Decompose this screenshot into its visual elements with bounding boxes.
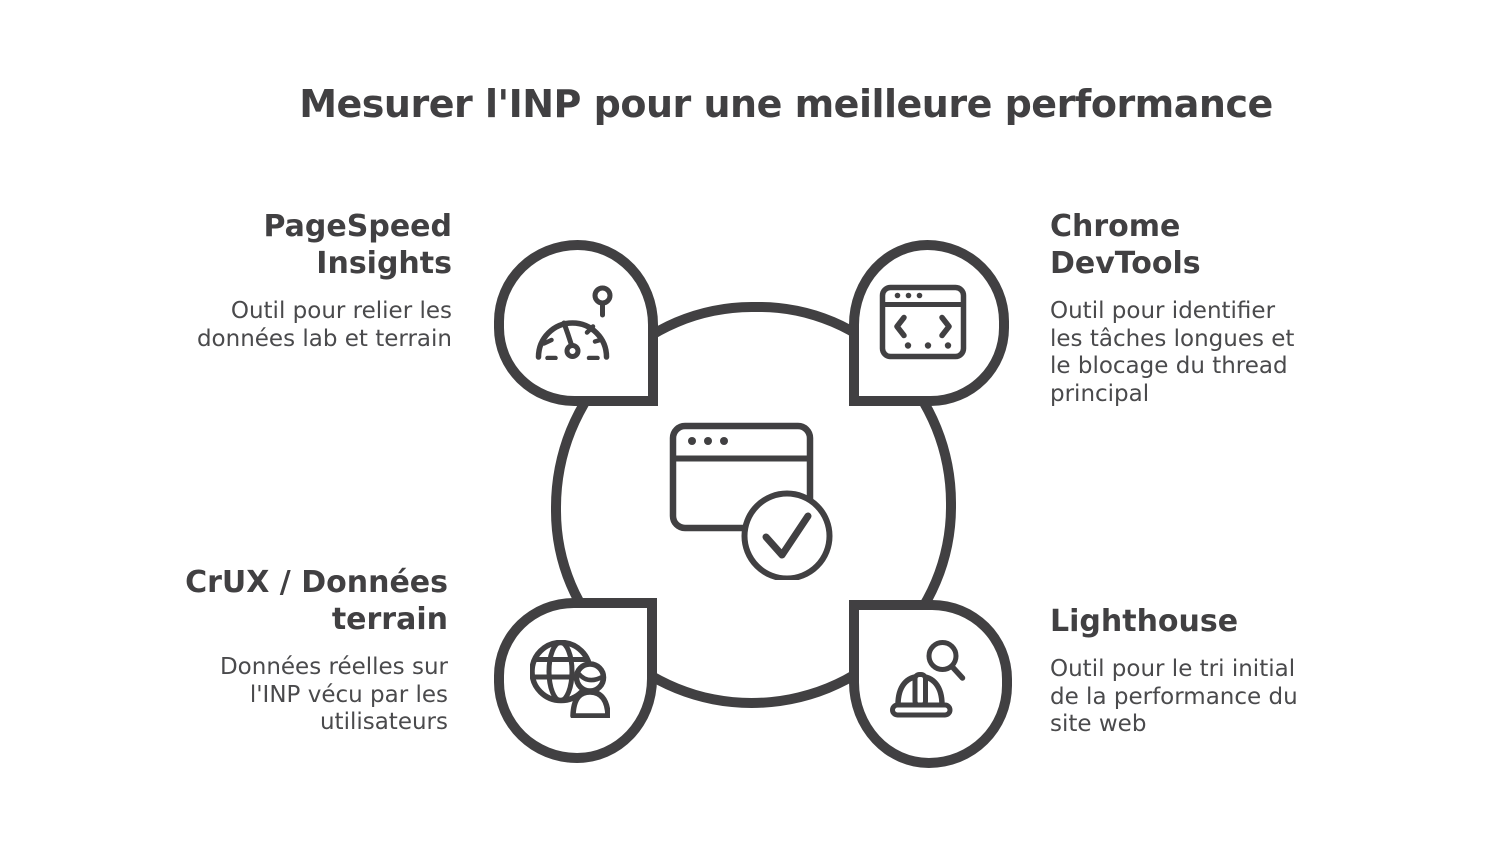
page-title: Mesurer l'INP pour une meilleure perform… — [299, 82, 1273, 126]
card-description: Outil pour le tri initial de la performa… — [1050, 656, 1298, 737]
pin-crux — [494, 598, 657, 763]
card-title: Chrome DevTools — [1050, 209, 1201, 281]
card-description: Outil pour identifier les tâches longues… — [1050, 298, 1295, 407]
card-title: PageSpeed Insights — [263, 209, 453, 281]
card-lighthouse: Lighthouse Outil pour le tri initial de … — [1050, 603, 1380, 739]
hardhat-search-icon — [890, 640, 966, 718]
card-crux: CrUX / Données terrain Données réelles s… — [140, 564, 448, 737]
speedometer-icon — [535, 285, 613, 360]
pin-pagespeed-insights — [494, 240, 658, 406]
card-pagespeed-insights: PageSpeed Insights Outil pour relier les… — [150, 208, 452, 353]
card-description: Outil pour relier les données lab et ter… — [196, 298, 452, 352]
card-title: CrUX / Données terrain — [185, 565, 448, 637]
globe-user-icon — [530, 640, 610, 718]
card-chrome-devtools: Chrome DevTools Outil pour identifier le… — [1050, 208, 1380, 408]
card-title: Lighthouse — [1050, 604, 1239, 639]
code-window-icon — [879, 284, 967, 360]
card-description: Données réelles sur l'INP vécu par les u… — [219, 654, 448, 735]
pin-lighthouse — [849, 600, 1012, 768]
pin-chrome-devtools — [849, 240, 1009, 406]
browser-check-icon — [669, 422, 833, 580]
